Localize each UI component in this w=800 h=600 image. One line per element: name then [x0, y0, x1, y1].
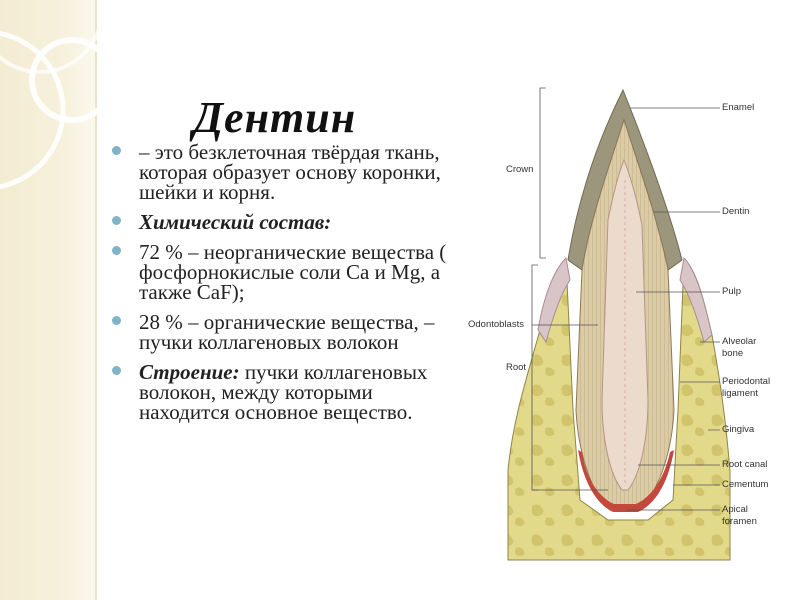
bullet-text: пучки коллагеновых волокон, между которы…: [139, 360, 428, 424]
label-bone: bone: [722, 348, 744, 359]
label-odontoblasts: Odontoblasts: [468, 319, 524, 330]
bullet-dot-icon: [112, 216, 121, 225]
bullet-dot-icon: [112, 366, 121, 375]
bullet-definition: – это безклеточная твёрдая ткань, котора…: [112, 140, 457, 204]
label-root-canal: Root canal: [722, 459, 768, 470]
label-dentin: Dentin: [722, 206, 750, 217]
bullet-text: 72 % – неорганические вещества ( фосфорн…: [139, 240, 447, 304]
label-ligament: ligament: [722, 388, 758, 399]
label-cementum: Cementum: [722, 479, 769, 490]
bullet-text: 28 % – органические вещества, – пучки ко…: [139, 310, 435, 354]
tooth-illustration: [507, 87, 731, 561]
stripe-edge: [95, 0, 97, 600]
bullet-organic: 28 % – органические вещества, – пучки ко…: [112, 310, 457, 354]
label-apical: Apical: [722, 504, 748, 515]
bullet-list: – это безклеточная твёрдая ткань, котора…: [112, 142, 457, 432]
decorative-rings: [0, 0, 115, 190]
bullet-inorganic: 72 % – неорганические вещества ( фосфорн…: [112, 240, 457, 304]
label-enamel: Enamel: [722, 102, 755, 113]
label-foramen: foramen: [722, 516, 757, 527]
bullet-composition-heading: Химический состав:: [112, 210, 457, 234]
slide-title: Дентин: [193, 93, 357, 142]
label-crown: Crown: [506, 164, 534, 175]
bullet-structure: Строение: пучки коллагеновых волокон, ме…: [112, 360, 457, 424]
label-alveolar: Alveolar: [722, 336, 757, 347]
tooth-diagram: Crown Odontoblasts Root Enamel Dentin Pu…: [468, 80, 788, 580]
label-pulp: Pulp: [722, 286, 742, 297]
bullet-dot-icon: [112, 246, 121, 255]
label-gingiva: Gingiva: [722, 424, 755, 435]
bullet-text: Химический состав:: [139, 210, 332, 234]
bullet-text: – это безклеточная твёрдая ткань, котора…: [139, 140, 441, 204]
bullet-lead: Строение:: [139, 360, 240, 384]
label-root: Root: [506, 362, 527, 373]
bullet-dot-icon: [112, 146, 121, 155]
label-periodontal: Periodontal: [722, 376, 771, 387]
decorative-background-stripe: [0, 0, 95, 600]
bullet-dot-icon: [112, 316, 121, 325]
